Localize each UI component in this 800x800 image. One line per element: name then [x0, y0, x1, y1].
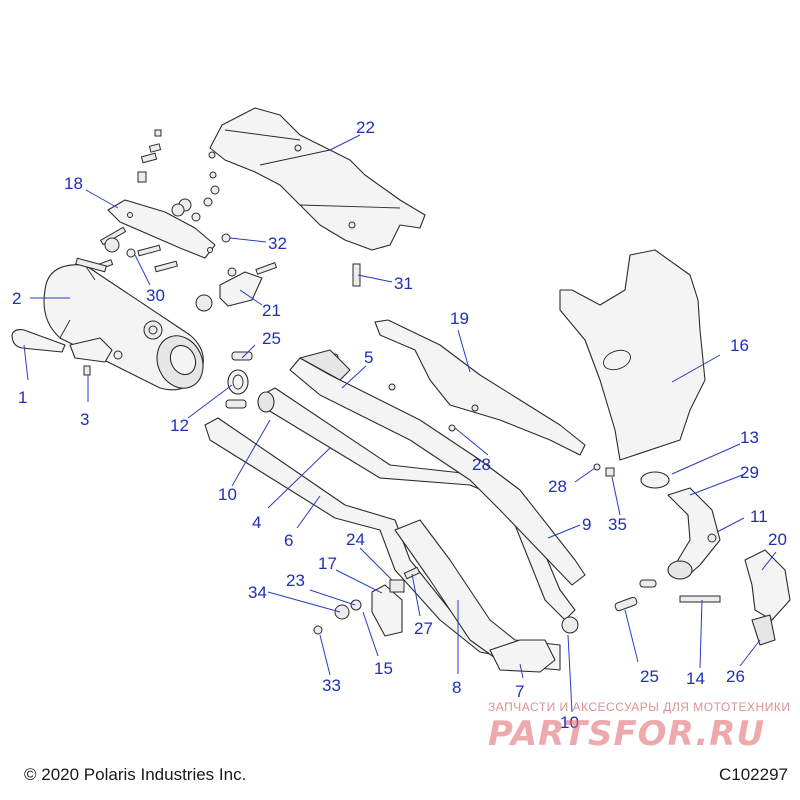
- o2-sensor-14: [679, 595, 721, 603]
- exhaust-tip-1: [11, 329, 66, 353]
- clamp-10: [561, 616, 579, 634]
- washer-23: [350, 599, 362, 611]
- callout-35: 35: [608, 515, 627, 534]
- crossover-pipe-9: [289, 357, 586, 586]
- callout-25-top: 25: [262, 329, 281, 348]
- collector-7: [489, 639, 556, 673]
- watermark-tagline: ЗАПЧАСТИ И АКСЕССУАРЫ ДЛЯ МОТОТЕХНИКИ: [488, 700, 791, 714]
- callout-17: 17: [318, 554, 337, 573]
- bolts-30: [97, 226, 179, 273]
- watermark-brand: PARTSFOR.RU: [488, 714, 766, 754]
- washer-34: [334, 604, 350, 620]
- gasket-13: [640, 471, 670, 489]
- callout-12: 12: [170, 416, 189, 435]
- callout-18: 18: [64, 174, 83, 193]
- callout-13: 13: [740, 428, 759, 447]
- copyright-notice: © 2020 Polaris Industries Inc.: [24, 765, 247, 784]
- muffler-2: [43, 257, 204, 391]
- gasket-12: [227, 369, 249, 395]
- spacer-35: [605, 467, 615, 477]
- callout-28-top: 28: [472, 455, 491, 474]
- callout-22: 22: [356, 118, 375, 137]
- heat-shield-20: [744, 549, 791, 621]
- callout-19: 19: [450, 309, 469, 328]
- callout-34: 34: [248, 583, 267, 602]
- callout-27: 27: [414, 619, 433, 638]
- nut-32: [221, 233, 231, 243]
- mid-pipe-8: [394, 519, 561, 671]
- callout-5: 5: [364, 348, 373, 367]
- callout-10-bottom: 10: [560, 713, 579, 732]
- spacer-24: [389, 579, 405, 593]
- heat-shield-16: [559, 249, 706, 461]
- callout-23: 23: [286, 571, 305, 590]
- callout-31: 31: [394, 274, 413, 293]
- flange-pipe-29: [667, 487, 721, 579]
- clamp-26: [751, 614, 776, 646]
- callout-11: 11: [750, 507, 768, 526]
- callout-32: 32: [268, 234, 287, 253]
- callout-labels: 1 2 3 4 5 6 7 8 9 10 10 11 12 13 14 15 1…: [12, 118, 787, 732]
- callout-25-bottom: 25: [640, 667, 659, 686]
- callout-20: 20: [768, 530, 787, 549]
- callout-7: 7: [515, 682, 524, 701]
- callout-10-left: 10: [218, 485, 237, 504]
- pipe-section-5: [299, 349, 351, 381]
- callout-14: 14: [686, 669, 705, 688]
- leader-lines: [23, 134, 777, 713]
- callout-28-right: 28: [548, 477, 567, 496]
- callout-16: 16: [730, 336, 749, 355]
- nut-28: [593, 463, 601, 471]
- callout-29: 29: [740, 463, 759, 482]
- callout-8: 8: [452, 678, 461, 697]
- callout-15: 15: [374, 659, 393, 678]
- watermark-logo: ЗАПЧАСТИ И АКСЕССУАРЫ ДЛЯ МОТОТЕХНИКИ PA…: [488, 700, 791, 760]
- bracket-15: [371, 584, 403, 637]
- nut-33: [313, 625, 323, 635]
- spring-25-top: [231, 351, 253, 361]
- callout-30: 30: [146, 286, 165, 305]
- callout-3: 3: [80, 410, 89, 429]
- callout-24: 24: [346, 530, 365, 549]
- callout-21: 21: [262, 301, 281, 320]
- callout-2: 2: [12, 289, 21, 308]
- heat-shield-19: [374, 319, 586, 456]
- callout-26: 26: [726, 667, 745, 686]
- figure-id: C102297: [718, 765, 788, 784]
- head-pipe-4: [261, 387, 576, 621]
- fastener-stack: [137, 129, 220, 222]
- bolt-3: [83, 365, 91, 376]
- heat-shield-22: [209, 107, 426, 251]
- callout-9: 9: [582, 515, 591, 534]
- spark-arrestor: [69, 337, 113, 363]
- callout-4: 4: [252, 513, 261, 532]
- callout-33: 33: [322, 676, 341, 695]
- callout-6: 6: [284, 531, 293, 550]
- callout-1: 1: [18, 388, 27, 407]
